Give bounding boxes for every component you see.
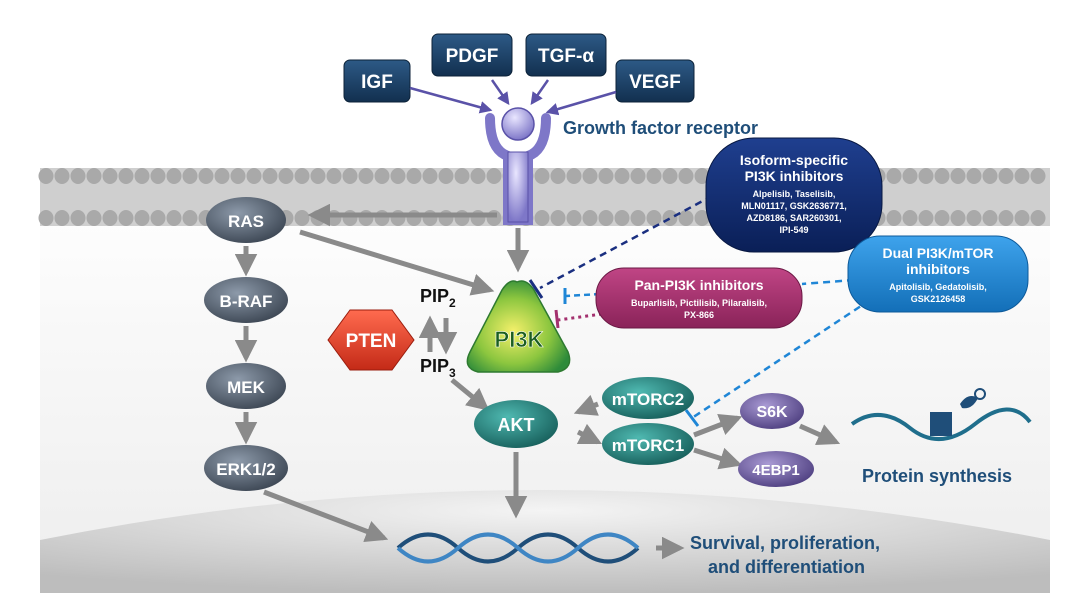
pan-drugs1: Buparlisib, Pictilisib, Pilaralisib,	[631, 298, 767, 308]
pan-title: Pan-PI3K inhibitors	[634, 277, 763, 293]
dual-pi3k-mtor-inhibitor-box: Dual PI3K/mTOR inhibitors Apitolisib, Ge…	[847, 235, 1029, 313]
ligand-arrows	[409, 79, 617, 116]
mek-node: MEK	[206, 363, 286, 409]
pan-drugs2: PX-866	[684, 310, 714, 320]
inhibition-lines	[528, 194, 871, 427]
pi3k-node: PI3K	[466, 280, 571, 373]
outcome-line1: Survival, proliferation,	[690, 533, 880, 553]
erk-node: ERK1/2	[204, 445, 288, 491]
mtorc2-label: mTORC2	[612, 390, 684, 409]
vegf-label: VEGF	[629, 72, 681, 93]
isoform-drugs4: IPI-549	[779, 225, 808, 235]
erk-label: ERK1/2	[216, 460, 276, 479]
isoform-drugs2: MLN01117, GSK2636771,	[741, 201, 847, 211]
dual-title2: inhibitors	[906, 261, 970, 277]
pathway-arrows	[234, 203, 841, 560]
mtorc1-node: mTORC1	[602, 423, 694, 465]
braf-node: B-RAF	[204, 277, 288, 323]
isoform-title1: Isoform-specific	[740, 152, 848, 168]
mek-label: MEK	[227, 378, 266, 397]
tgf-alpha-label: TGF-α	[538, 46, 594, 67]
cell-membrane	[38, 168, 1050, 226]
akt-label: AKT	[498, 415, 535, 435]
pan-pi3k-inhibitor-box: Pan-PI3K inhibitors Buparlisib, Pictilis…	[595, 267, 803, 329]
pip2-label: PIP2	[420, 286, 456, 310]
isoform-title2: PI3K inhibitors	[745, 168, 844, 184]
ligand-tgf-alpha: TGF-α	[525, 33, 607, 77]
pten-node: PTEN	[327, 309, 415, 371]
pdgf-label: PDGF	[446, 46, 499, 67]
outcome-line2: and differentiation	[708, 557, 865, 577]
dual-title1: Dual PI3K/mTOR	[883, 245, 994, 261]
4ebp1-node: 4EBP1	[738, 451, 814, 487]
akt-node: AKT	[474, 400, 558, 448]
pip3-label: PIP3	[420, 356, 456, 380]
ligand-vegf: VEGF	[615, 59, 695, 103]
pten-label: PTEN	[346, 331, 397, 352]
isoform-drugs1: Alpelisib, Taselisib,	[753, 189, 836, 199]
isoform-drugs3: AZD8186, SAR260301,	[746, 213, 841, 223]
ligand-igf: IGF	[343, 59, 411, 103]
ras-label: RAS	[228, 212, 264, 231]
growth-factor-receptor	[485, 107, 551, 225]
s6k-label: S6K	[756, 404, 788, 421]
mrna-ribosome-icon	[850, 388, 1032, 442]
s6k-node: S6K	[740, 393, 804, 429]
nucleus	[40, 490, 1050, 593]
braf-label: B-RAF	[220, 292, 273, 311]
mtorc1-label: mTORC1	[612, 436, 684, 455]
isoform-specific-inhibitor-box: Isoform-specific PI3K inhibitors Alpelis…	[705, 137, 883, 253]
ras-node: RAS	[206, 197, 286, 243]
pi3k-label: PI3K	[495, 327, 544, 352]
protein-synthesis-label: Protein synthesis	[862, 466, 1012, 486]
dna-helix-icon	[396, 532, 640, 564]
mtorc2-node: mTORC2	[602, 377, 694, 419]
dual-drugs1: Apitolisib, Gedatolisib,	[889, 282, 987, 292]
igf-label: IGF	[361, 72, 393, 93]
4ebp1-label: 4EBP1	[752, 462, 800, 479]
dual-drugs2: GSK2126458	[911, 294, 966, 304]
receptor-label: Growth factor receptor	[563, 118, 758, 138]
ligand-pdgf: PDGF	[431, 33, 513, 77]
